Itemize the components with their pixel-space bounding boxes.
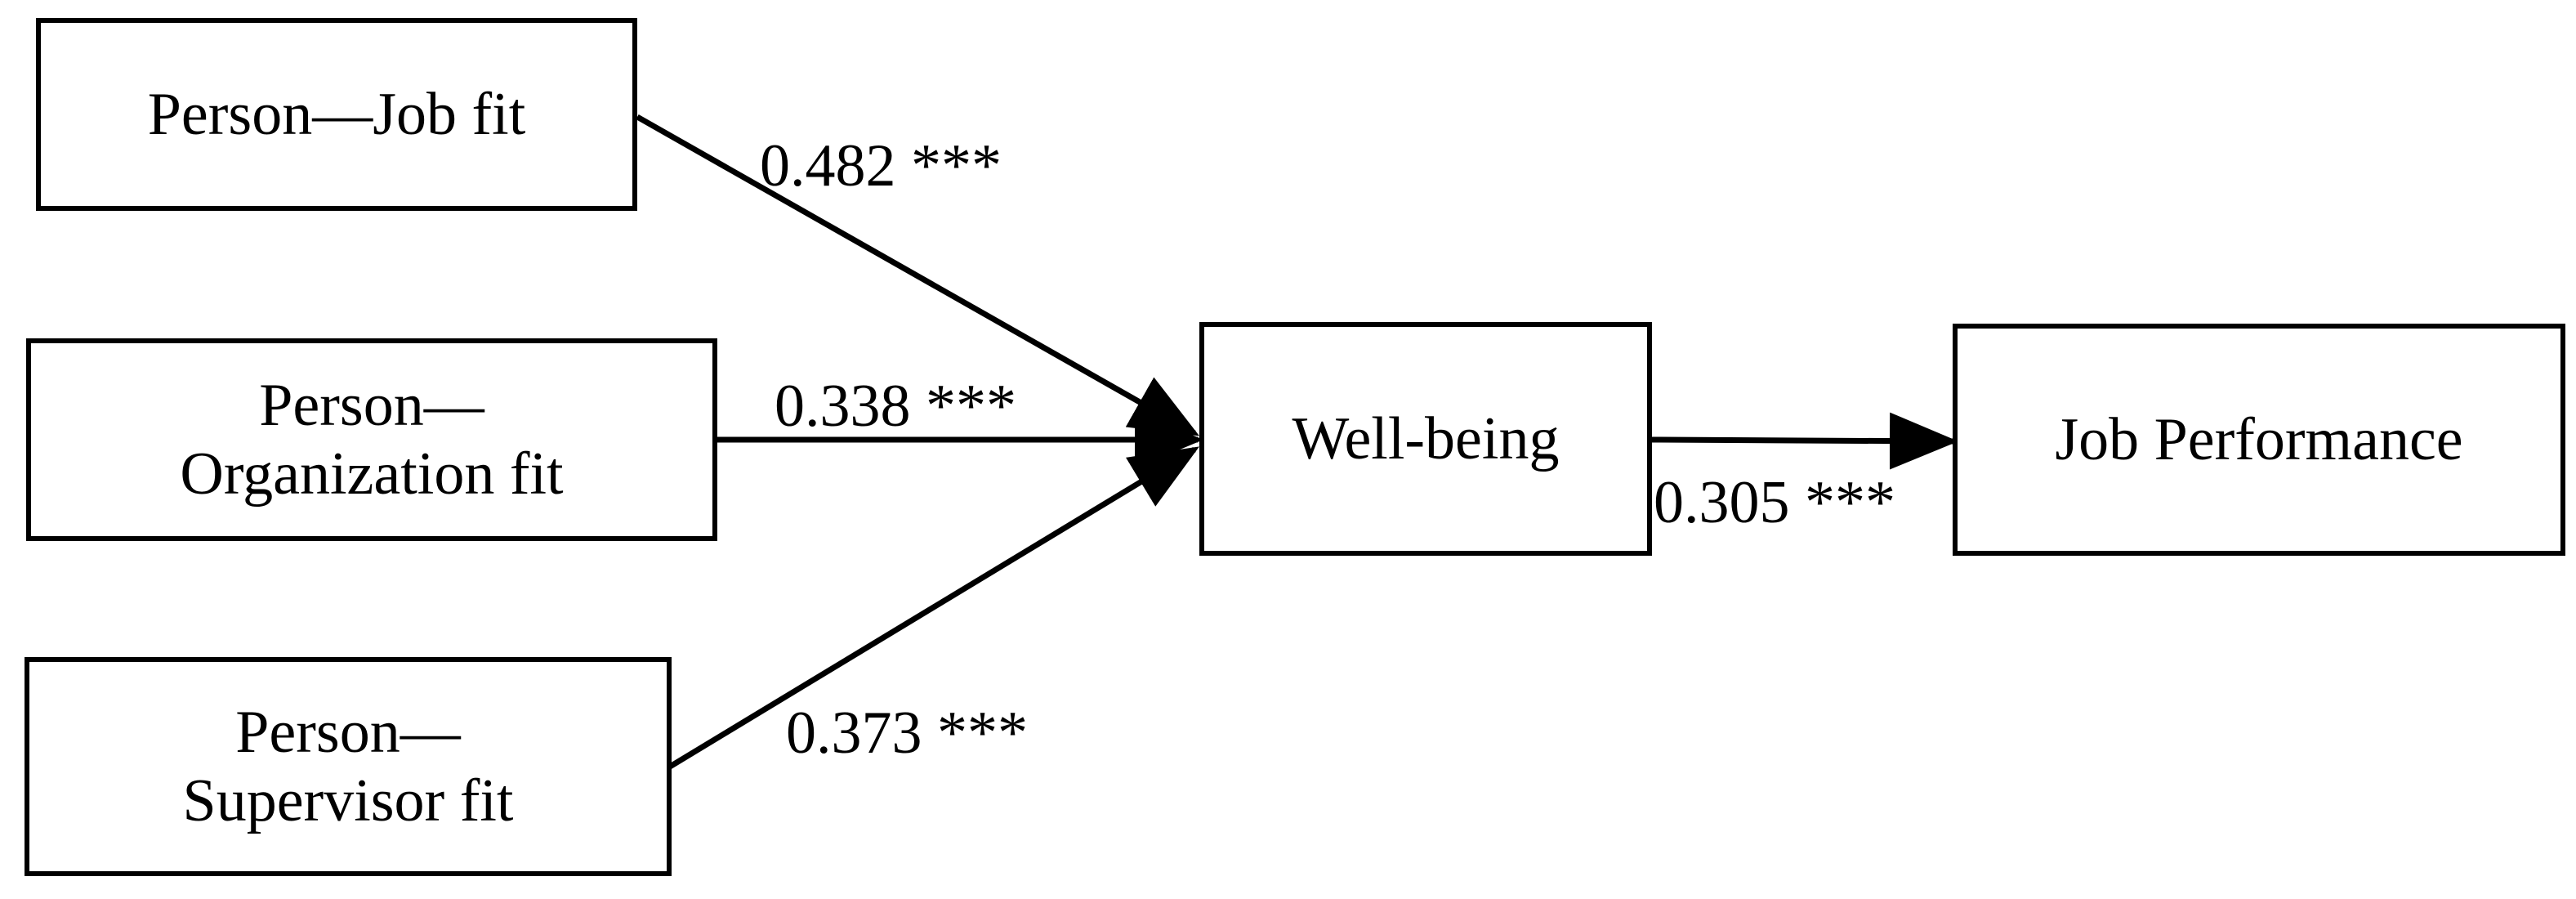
node-label-line-2: Supervisor fit [182, 767, 514, 834]
node-person-job-fit: Person—Job fit [36, 18, 637, 211]
edge-label-person-job: 0.482 *** [760, 132, 1002, 199]
edge-label-person-org: 0.338 *** [775, 373, 1016, 440]
edge-label-wellbeing-performance: 0.305 *** [1654, 469, 1895, 536]
node-label-line-1: Person— [259, 372, 484, 439]
node-label-line-1: Person— [235, 699, 461, 766]
node-label: Well-being [1292, 405, 1560, 472]
edge-arrow-wellbeing-to-performance [1651, 412, 1958, 470]
node-job-performance: Job Performance [1953, 324, 2565, 556]
node-label-line-2: Organization fit [180, 441, 564, 508]
node-well-being: Well-being [1199, 322, 1652, 556]
node-label: Person—Job fit [147, 81, 526, 148]
edge-label-person-sup: 0.373 *** [786, 700, 1028, 767]
edge-arrow-person-job-to-wellbeing [636, 114, 1200, 436]
edge-arrow-person-sup-to-wellbeing [668, 446, 1199, 769]
node-label: Job Performance [2055, 406, 2463, 473]
node-person-organization-fit: Person— Organization fit [26, 338, 717, 541]
node-person-supervisor-fit: Person— Supervisor fit [25, 657, 672, 876]
